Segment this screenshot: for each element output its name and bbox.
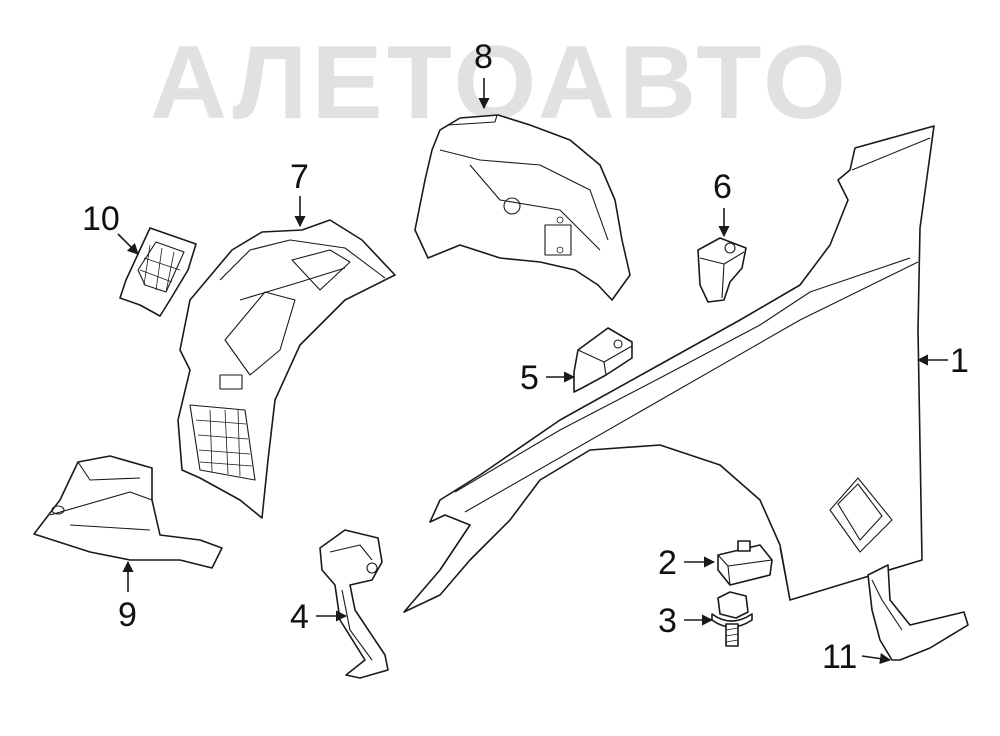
part-trim-piece: [867, 564, 969, 661]
part-bracket-lower: [319, 529, 389, 679]
callout-8: 8: [474, 38, 493, 76]
leader-10: [117, 233, 139, 255]
part-vent-cover: [119, 227, 197, 317]
callout-6: 6: [713, 168, 732, 206]
part-bracket-5: [573, 327, 633, 393]
part-clip-nut: [717, 540, 773, 586]
callout-4: 4: [290, 598, 309, 636]
part-splash-shield: [33, 455, 223, 569]
leader-11: [861, 653, 892, 665]
callout-2: 2: [658, 544, 677, 582]
callout-7: 7: [290, 158, 309, 196]
part-wheel-liner-front: [177, 219, 396, 519]
part-bracket-6: [697, 237, 747, 303]
part-bolt: [711, 591, 753, 647]
part-wheel-liner-rear: [414, 114, 631, 301]
callout-5: 5: [520, 359, 539, 397]
leader-lines: [117, 78, 948, 665]
callout-9: 9: [118, 596, 137, 634]
callout-labels: 1 2 3 4 5 6 7 8 9 10 11: [82, 38, 969, 676]
callout-3: 3: [658, 602, 677, 640]
callout-11: 11: [822, 638, 857, 676]
part-fender: [403, 125, 935, 613]
callout-10: 10: [82, 200, 120, 238]
callout-1: 1: [950, 342, 969, 380]
